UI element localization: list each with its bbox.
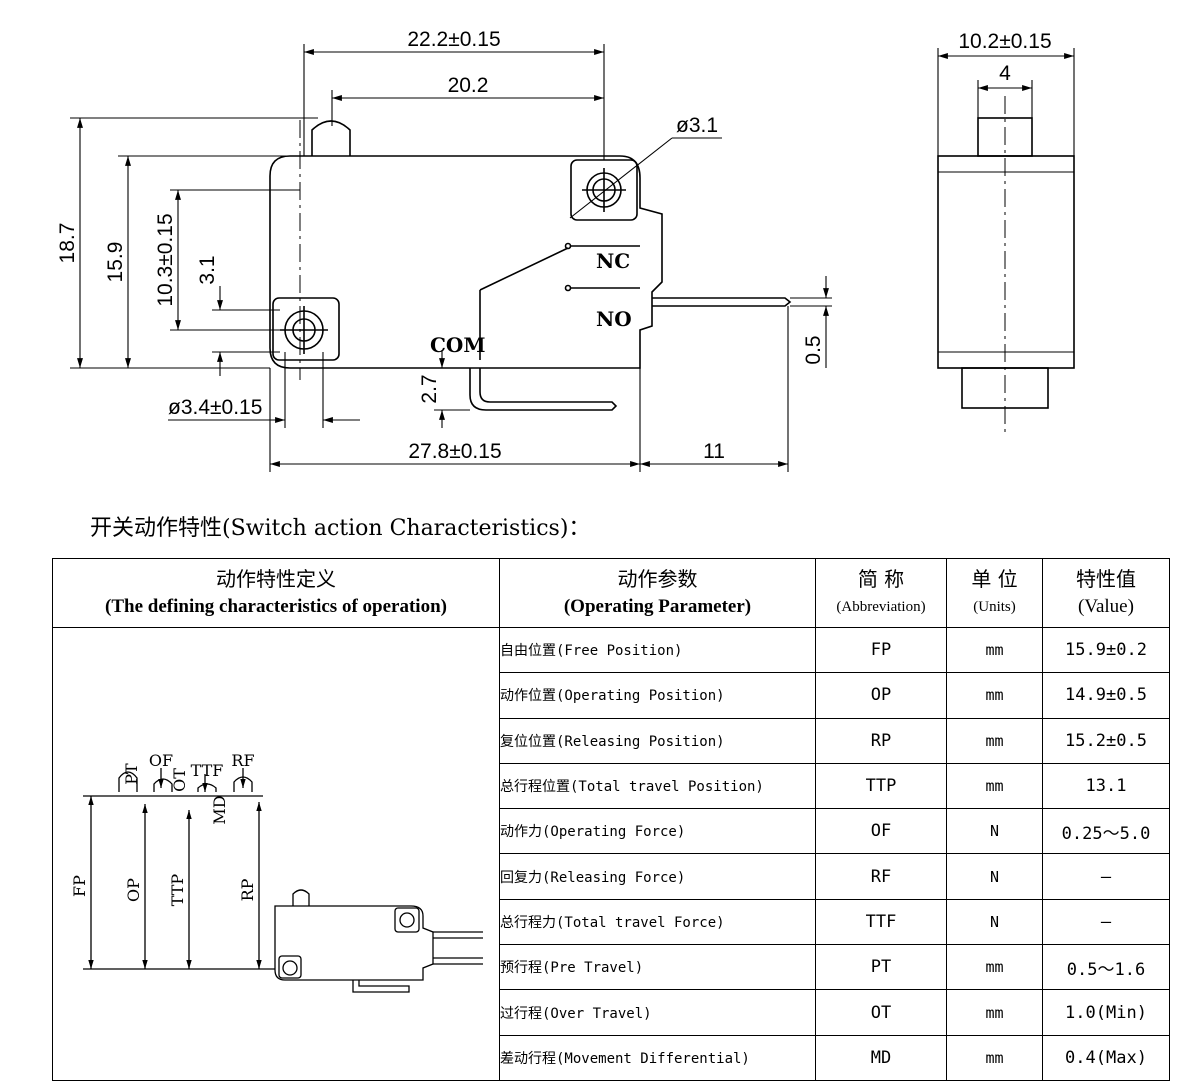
value-cell: 0.5～1.6: [1042, 944, 1170, 991]
param-cell: 差动行程(Movement Differential): [499, 1034, 816, 1082]
value-cell: 15.9±0.2: [1042, 626, 1170, 674]
table-row: 差动行程(Movement Differential) MD mm 0.4(Ma…: [53, 1034, 1170, 1082]
abbr-cell: OT: [815, 989, 947, 1036]
param-cell: 自由位置(Free Position): [499, 626, 816, 674]
unit-cell: N: [946, 808, 1043, 855]
side-body: [937, 155, 1075, 369]
svg-text:TTP: TTP: [168, 874, 187, 907]
svg-text:OT: OT: [170, 768, 189, 792]
param-cell: 预行程(Pre Travel): [499, 944, 816, 991]
value-cell: 13.1: [1042, 762, 1170, 810]
label-nc: NC: [596, 249, 630, 273]
table-row: 复位位置(Releasing Position) RP mm 15.2±0.5: [53, 717, 1170, 764]
value-cell: —: [1042, 898, 1170, 946]
svg-text:RF: RF: [231, 751, 254, 770]
dim-side-width: 10.2±0.15: [958, 30, 1051, 53]
definition-diagram-cell: FP OP TTP RP PT OF OT TTF RF MD: [52, 627, 500, 1081]
abbr-cell: PT: [815, 944, 947, 991]
label-com: COM: [430, 333, 485, 357]
unit-cell: mm: [946, 762, 1043, 810]
table-header-row: 动作特性定义 (The defining characteristics of …: [52, 558, 1170, 628]
header-abbreviation: 简 称 (Abbreviation): [815, 558, 947, 628]
unit-cell: N: [946, 898, 1043, 946]
dim-hole-dia-top: ø3.1: [676, 114, 718, 137]
header-parameter: 动作参数 (Operating Parameter): [499, 558, 816, 628]
section-title: 开关动作特性(Switch action Characteristics)：: [90, 516, 591, 541]
table-row: 动作力(Operating Force) OF N 0.25～5.0: [53, 808, 1170, 855]
unit-cell: mm: [946, 717, 1043, 764]
dim-body-length: 27.8±0.15: [408, 440, 501, 463]
param-cell: 总行程位置(Total travel Position): [499, 762, 816, 810]
unit-cell: mm: [946, 626, 1043, 674]
value-cell: 1.0(Min): [1042, 989, 1170, 1036]
header-units: 单 位 (Units): [946, 558, 1043, 628]
value-cell: 15.2±0.5: [1042, 717, 1170, 764]
dim-hole-height: 10.3±0.15: [154, 213, 177, 306]
value-cell: 0.25～5.0: [1042, 808, 1170, 855]
dim-height-body: 15.9: [104, 242, 127, 283]
svg-text:MD: MD: [210, 795, 229, 824]
table-row: 回复力(Releasing Force) RF N —: [53, 853, 1170, 900]
param-cell: 动作力(Operating Force): [499, 808, 816, 855]
unit-cell: N: [946, 853, 1043, 900]
param-cell: 回复力(Releasing Force): [499, 853, 816, 900]
abbr-cell: TTF: [815, 898, 947, 946]
param-cell: 复位位置(Releasing Position): [499, 717, 816, 764]
table-row: 预行程(Pre Travel) PT mm 0.5～1.6: [53, 944, 1170, 991]
characteristics-table: 动作特性定义 (The defining characteristics of …: [52, 558, 1170, 1082]
abbr-cell: RP: [815, 717, 947, 764]
param-cell: 过行程(Over Travel): [499, 989, 816, 1036]
dim-com-offset: 2.7: [418, 374, 441, 403]
unit-cell: mm: [946, 944, 1043, 991]
dim-hole-dia-bottom: ø3.4±0.15: [168, 396, 262, 419]
param-cell: 动作位置(Operating Position): [499, 672, 816, 719]
value-cell: 14.9±0.5: [1042, 672, 1170, 719]
unit-cell: mm: [946, 1034, 1043, 1082]
table-row: 总行程力(Total travel Force) TTF N —: [53, 898, 1170, 946]
abbr-cell: FP: [815, 626, 947, 674]
svg-text:TTF: TTF: [191, 761, 224, 780]
dim-side-plunger: 4: [999, 62, 1011, 85]
mount-hole-bottom-frame: [272, 297, 340, 361]
abbr-cell: RF: [815, 853, 947, 900]
abbr-cell: TTP: [815, 762, 947, 810]
value-cell: 0.4(Max): [1042, 1034, 1170, 1082]
unit-cell: mm: [946, 672, 1043, 719]
dim-inner-width: 20.2: [448, 74, 489, 97]
technical-drawing: 22.2±0.15 20.2 18.7 15.9 10.3±0.15 3.1 ø…: [56, 28, 1075, 472]
svg-text:FP: FP: [70, 875, 89, 897]
dim-height-total: 18.7: [56, 223, 79, 264]
svg-text:OF: OF: [149, 751, 173, 770]
header-definition: 动作特性定义 (The defining characteristics of …: [52, 558, 500, 628]
abbr-cell: MD: [815, 1034, 947, 1082]
plunger: [311, 120, 351, 156]
unit-cell: mm: [946, 989, 1043, 1036]
svg-text:RP: RP: [238, 878, 257, 901]
table-row: 动作位置(Operating Position) OP mm 14.9±0.5: [53, 672, 1170, 719]
abbr-cell: OP: [815, 672, 947, 719]
header-value: 特性值 (Value): [1042, 558, 1170, 628]
table-row: 总行程位置(Total travel Position) TTP mm 13.1: [53, 762, 1170, 810]
svg-text:OP: OP: [124, 878, 143, 902]
dim-lever-thickness: 0.5: [802, 335, 825, 364]
label-no: NO: [596, 307, 632, 331]
value-cell: —: [1042, 853, 1170, 900]
svg-text:PT: PT: [122, 763, 141, 785]
travel-diagram: FP OP TTP RP PT OF OT TTF RF MD: [70, 751, 483, 993]
param-cell: 总行程力(Total travel Force): [499, 898, 816, 946]
dim-hole-offset: 3.1: [196, 255, 219, 284]
side-plunger: [977, 117, 1033, 157]
table-row: 过行程(Over Travel) OT mm 1.0(Min): [53, 989, 1170, 1036]
table-row: FP OP TTP RP PT OF OT TTF RF MD 自由位置(Fre…: [52, 626, 1170, 1081]
dim-width-top: 22.2±0.15: [407, 28, 500, 51]
dim-lever-ext: 11: [703, 440, 725, 463]
abbr-cell: OF: [815, 808, 947, 855]
